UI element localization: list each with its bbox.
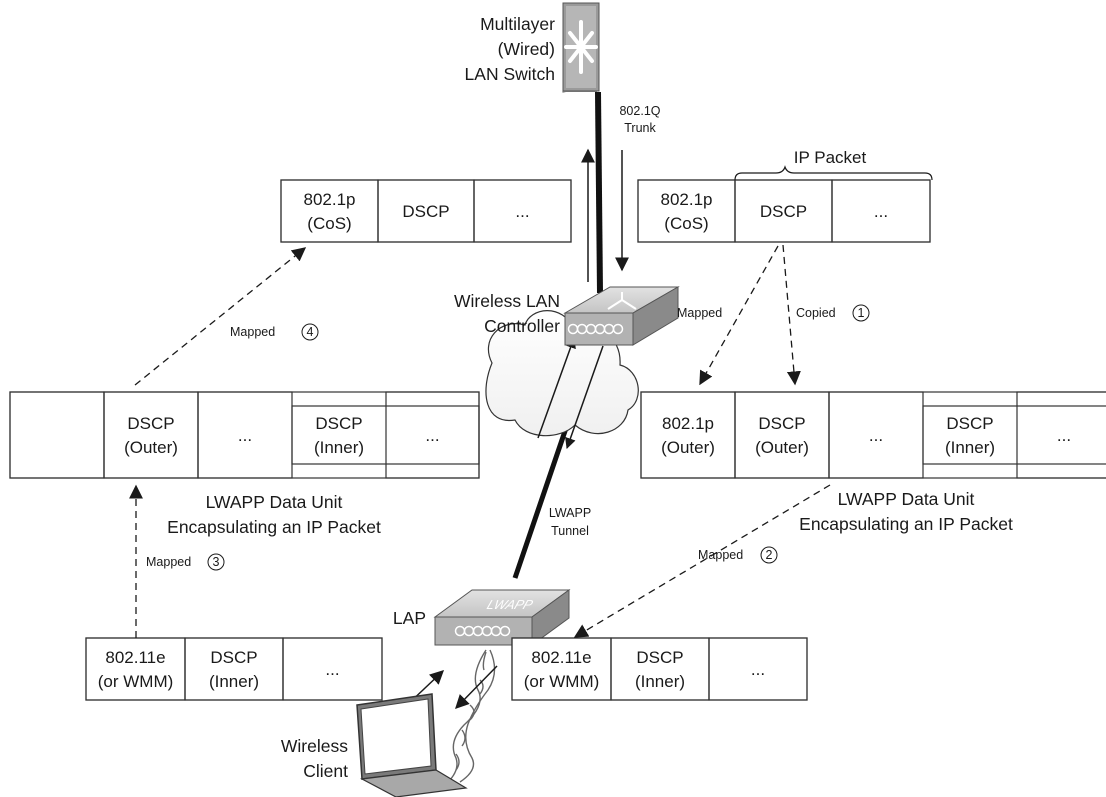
frame-cell-text: DSCP — [210, 648, 257, 667]
wlc-label: Wireless LAN Controller — [454, 291, 560, 336]
wireless-lan-controller-icon — [563, 286, 680, 346]
lightweight-ap-icon: LWAPP — [433, 589, 571, 646]
tunnel-label-line-1: LWAPP — [549, 506, 591, 520]
tunnel-label-line-2: Tunnel — [551, 524, 589, 538]
frame-cell-text: DSCP — [315, 414, 362, 433]
caption-mid-left-line-2: Encapsulating an IP Packet — [167, 517, 381, 537]
frame-cell-text: DSCP — [758, 414, 805, 433]
frame-cell-text: ... — [515, 202, 529, 221]
frame-cell-text: (CoS) — [307, 214, 351, 233]
step-2-number: 2 — [766, 548, 773, 562]
caption-mid-right: LWAPP Data Unit Encapsulating an IP Pack… — [799, 489, 1013, 534]
switch-label-line-1: Multilayer — [480, 14, 555, 34]
frame-outline — [85, 637, 383, 701]
client-label-line-1: Wireless — [281, 736, 348, 756]
cloud-down-arrow — [565, 345, 604, 450]
step-1-badge: 1 — [852, 304, 870, 322]
frame-cell-text: (Outer) — [124, 438, 178, 457]
trunk-label-line-2: Trunk — [624, 121, 656, 135]
frame-cell-text: 802.1p — [304, 190, 356, 209]
ip-packet-brace — [734, 165, 933, 181]
frame-cell-text: 802.11e — [531, 648, 591, 667]
step-3-number: 3 — [213, 555, 220, 569]
frame-cell-text: (Inner) — [635, 672, 685, 691]
frame-cell-text: (Outer) — [661, 438, 715, 457]
step-4-number: 4 — [307, 325, 314, 339]
frame-cell-text: ... — [874, 202, 888, 221]
frame-cell-text: ... — [751, 660, 765, 679]
mapped-3-label: Mapped — [146, 555, 191, 569]
step-4-badge: 4 — [301, 323, 319, 341]
frame-cell-text: ... — [869, 426, 883, 445]
client-label: Wireless Client — [281, 736, 348, 781]
frame-bottom-left: 802.11e (or WMM) DSCP (Inner)... — [85, 637, 383, 701]
copied-arrow-1 — [782, 244, 801, 386]
frame-cell-text: (Inner) — [209, 672, 259, 691]
frame-mid-left: DSCP (Outer)... DSCP (Inner)... — [9, 391, 480, 479]
frame-cell-text: ... — [325, 660, 339, 679]
frame-cell-text: DSCP — [402, 202, 449, 221]
trunk-label: 802.1Q Trunk — [619, 104, 660, 135]
client-down-arrow — [455, 665, 498, 710]
laptop-icon — [356, 693, 468, 797]
step-2-badge: 2 — [760, 546, 778, 564]
step-1-number: 1 — [858, 306, 865, 320]
frame-cell-text: 802.1p — [661, 190, 713, 209]
copied-1-label: Copied — [796, 306, 836, 320]
frame-top-right: 802.1p (CoS) DSCP... — [637, 179, 931, 243]
frame-cell-text: DSCP — [946, 414, 993, 433]
mapped-arrow-4 — [134, 247, 307, 386]
wlc-mapped-label: Mapped — [677, 306, 722, 320]
mapped-arrow-2 — [573, 484, 831, 638]
frame-top-left: 802.1p (CoS) DSCP... — [280, 179, 572, 243]
frame-cell-text: (Inner) — [314, 438, 364, 457]
trunk-label-line-1: 802.1Q — [619, 104, 660, 118]
wlc-label-line-2: Controller — [484, 316, 560, 336]
caption-mid-right-line-1: LWAPP Data Unit — [838, 489, 975, 509]
frame-cell-text: ... — [1057, 426, 1071, 445]
frame-cell-text: DSCP — [127, 414, 174, 433]
frame-cell-text: 802.1p — [662, 414, 714, 433]
caption-mid-right-line-2: Encapsulating an IP Packet — [799, 514, 1013, 534]
wlc-mapped-arrow — [699, 245, 779, 386]
frame-mid-right: 802.1p (Outer) DSCP (Outer)... DSCP (Inner)..… — [640, 391, 1106, 479]
client-label-line-2: Client — [303, 761, 348, 781]
frame-cell-text: (or WMM) — [524, 672, 600, 691]
mapped-4-label: Mapped — [230, 325, 275, 339]
frame-cell-text: (Inner) — [945, 438, 995, 457]
frame-cell-text: ... — [425, 426, 439, 445]
lap-label: LAP — [393, 608, 426, 628]
wireless-signal-icon — [447, 649, 496, 783]
switch-label-line-2: (Wired) — [498, 39, 555, 59]
frame-cell-text: ... — [238, 426, 252, 445]
trunk-line — [595, 91, 603, 294]
frame-cell-text: DSCP — [760, 202, 807, 221]
step-3-badge: 3 — [207, 553, 225, 571]
frame-cell-text: (or WMM) — [98, 672, 174, 691]
frame-cell-text: (Outer) — [755, 438, 809, 457]
switch-label-line-3: LAN Switch — [465, 64, 555, 84]
multilayer-switch-icon — [562, 2, 600, 93]
frame-cell-text: 802.11e — [105, 648, 165, 667]
mapped-2-label: Mapped — [698, 548, 743, 562]
frame-cell — [1016, 391, 1106, 479]
wlc-label-line-1: Wireless LAN — [454, 291, 560, 311]
ip-packet-label: IP Packet — [794, 148, 867, 167]
switch-label: Multilayer (Wired) LAN Switch — [465, 14, 556, 84]
frames-layer: 802.1p(CoS)DSCP...802.1p(CoS)DSCP...DSCP… — [9, 179, 1106, 701]
frame-cell-text: (CoS) — [664, 214, 708, 233]
tunnel-label: LWAPP Tunnel — [549, 506, 591, 538]
frame-cell — [385, 391, 480, 479]
cloud-up-arrow — [537, 336, 576, 439]
caption-mid-left: LWAPP Data Unit Encapsulating an IP Pack… — [167, 492, 381, 537]
caption-mid-left-line-1: LWAPP Data Unit — [206, 492, 343, 512]
frame-cell-text: DSCP — [636, 648, 683, 667]
lap-icon-text: LWAPP — [485, 597, 535, 612]
frame-bottom-right: 802.11e (or WMM) DSCP (Inner)... — [511, 637, 808, 701]
